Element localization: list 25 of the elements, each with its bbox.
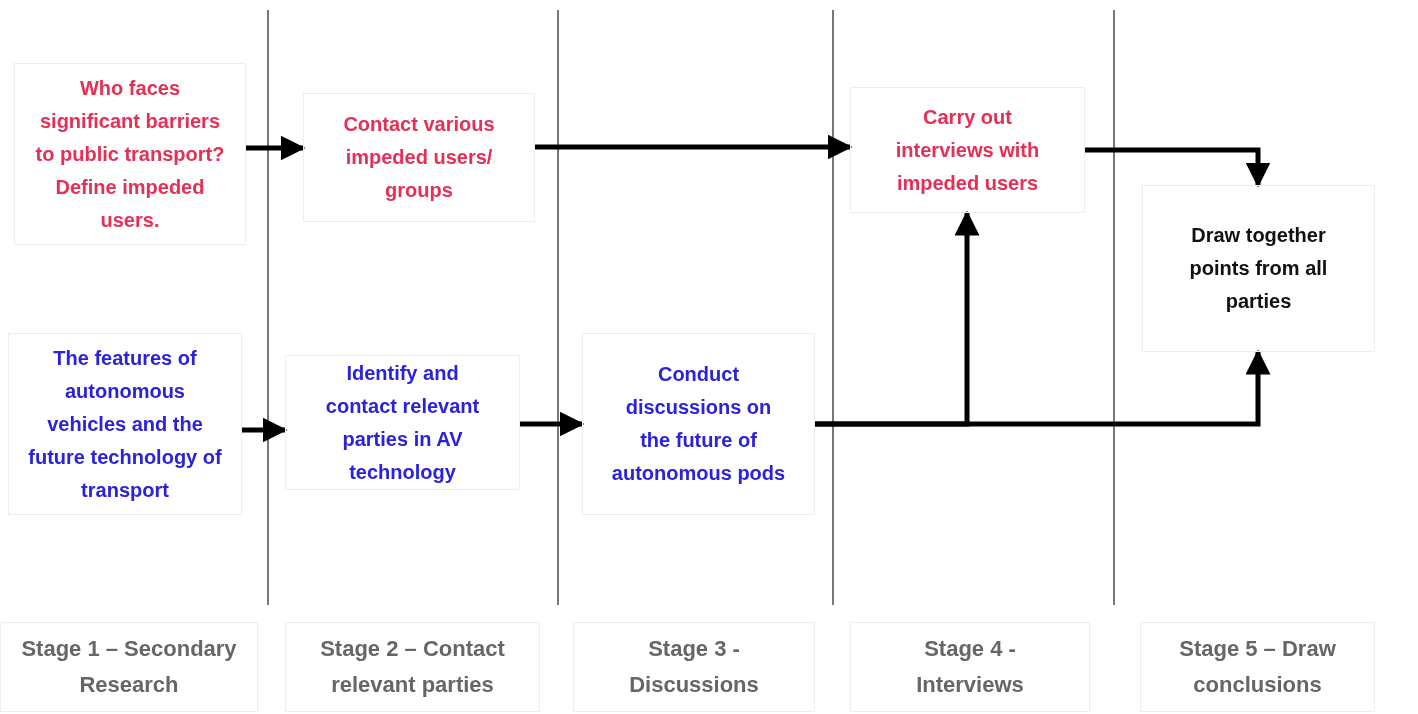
step-text: Identify and contact relevant parties in AV technology — [324, 360, 481, 485]
stage-label: Stage 1 – Secondary Research — [20, 635, 238, 699]
process-box — [303, 93, 535, 222]
stage-label: Stage 5 – Draw conclusions — [1178, 635, 1337, 699]
arrow — [242, 417, 288, 443]
stage-label: Stage 4 - Interviews — [915, 635, 1025, 699]
step-text: Contact various impeded users/ groups — [342, 112, 496, 203]
stage-label: Stage 3 - Discussions — [628, 635, 760, 699]
stage-label: Stage 2 – Contact relevant parties — [319, 635, 506, 699]
process-box — [14, 63, 246, 245]
step-text: Who faces significant barriers to public transport? Define impeded users. — [34, 75, 226, 233]
step-text: Conduct discussions on the future of autonomous pods — [611, 362, 786, 486]
process-box — [582, 333, 815, 515]
step-text: The features of autonomous vehicles and the future technology of transport — [27, 345, 223, 503]
arrow — [1085, 147, 1271, 188]
arrow — [535, 134, 853, 160]
arrow — [246, 135, 306, 161]
step-text: Carry out interviews with impeded users — [894, 104, 1041, 196]
conclusion-box — [1142, 185, 1375, 352]
process-box — [285, 355, 520, 490]
process-box — [8, 333, 242, 515]
arrow — [815, 210, 980, 427]
arrow — [520, 411, 585, 437]
step-text: Draw together points from all parties — [1188, 223, 1329, 314]
process-box — [850, 87, 1085, 213]
